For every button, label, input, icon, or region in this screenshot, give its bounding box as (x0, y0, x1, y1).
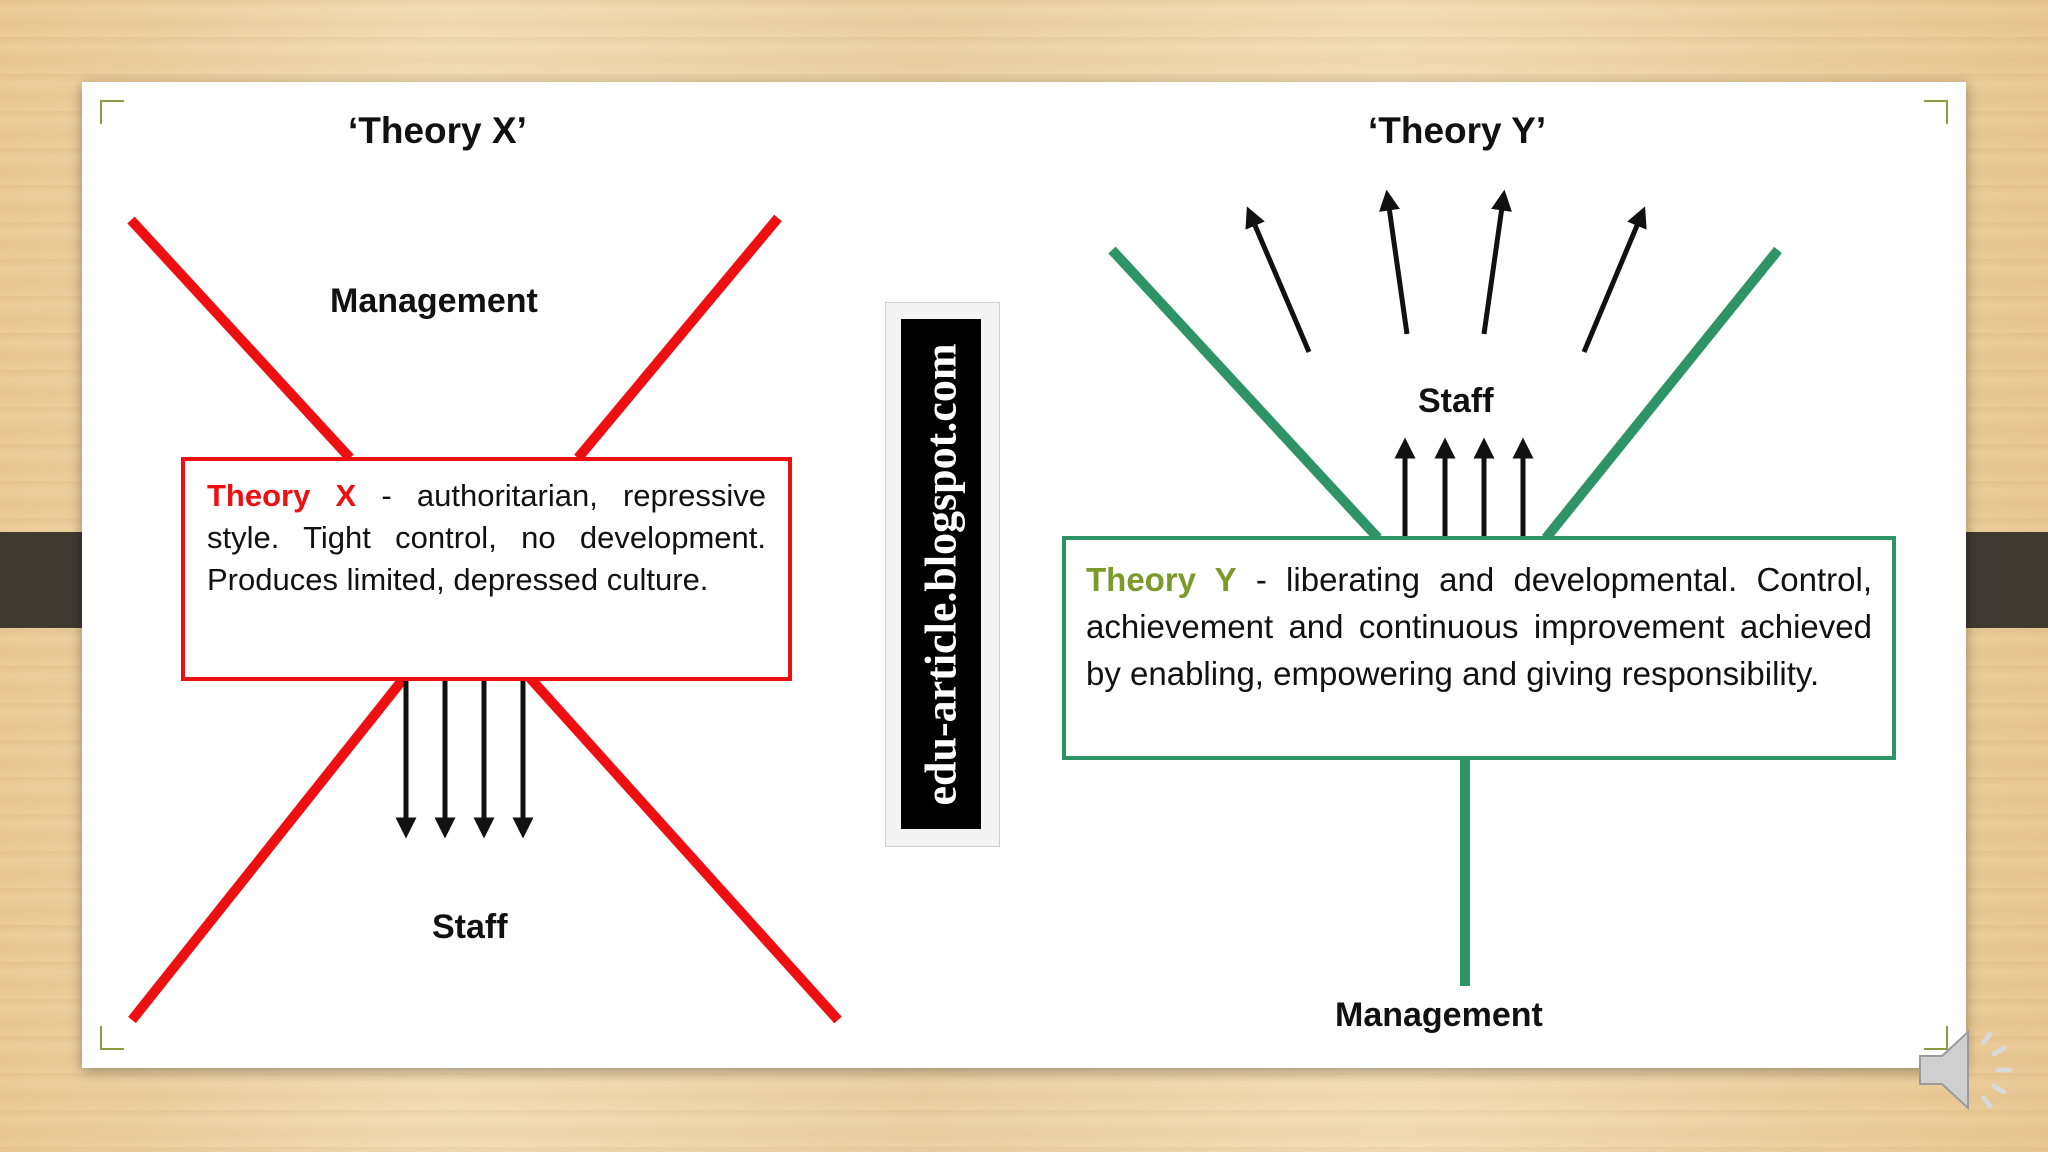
theory-x-cross (127, 214, 842, 1024)
theory-x-staff-label: Staff (432, 908, 508, 946)
fan-arrow-1 (1245, 206, 1312, 353)
theory-y-fan-arrows (1245, 189, 1647, 353)
theory-y-management-label: Management (1335, 996, 1543, 1034)
cross-line-top-left (127, 216, 354, 462)
frame-corner-bl (100, 1026, 124, 1050)
frame-corner-br (1924, 1026, 1948, 1050)
theory-x-description-box: Theory X - authoritarian, repressive sty… (181, 457, 792, 681)
theory-y-description-box: Theory Y - liberating and developmental.… (1062, 536, 1896, 760)
cross-line-top-right (574, 214, 782, 462)
speaker-icon[interactable] (1918, 1022, 2022, 1118)
theory-x-management-label: Management (330, 282, 538, 320)
watermark-text: edu-article.blogspot.com (916, 343, 966, 805)
cross-line-bottom-left (128, 674, 408, 1024)
theory-y-up-arrows (1394, 437, 1534, 538)
theory-x-lead: Theory X (207, 478, 357, 513)
watermark-badge: edu-article.blogspot.com (885, 302, 1000, 847)
theory-x-title: ‘Theory X’ (348, 110, 527, 151)
watermark-band: edu-article.blogspot.com (901, 319, 981, 829)
theory-x-description: - authoritarian, repressive style. Tight… (207, 478, 766, 597)
theory-y-description: - liberating and developmental. Control,… (1086, 561, 1873, 692)
fan-arrow-3 (1481, 189, 1512, 335)
funnel-line-right (1542, 246, 1782, 542)
cross-line-bottom-right (526, 674, 842, 1024)
theory-y-lead: Theory Y (1086, 561, 1237, 598)
fan-arrow-2 (1379, 189, 1410, 335)
theory-y-staff-label: Staff (1418, 382, 1494, 420)
frame-corner-tr (1924, 100, 1948, 124)
theory-y-title: ‘Theory Y’ (1368, 110, 1547, 151)
frame-corner-tl (100, 100, 124, 124)
fan-arrow-4 (1581, 206, 1647, 353)
theory-y-funnel (1108, 246, 1782, 986)
funnel-line-left (1108, 246, 1382, 542)
